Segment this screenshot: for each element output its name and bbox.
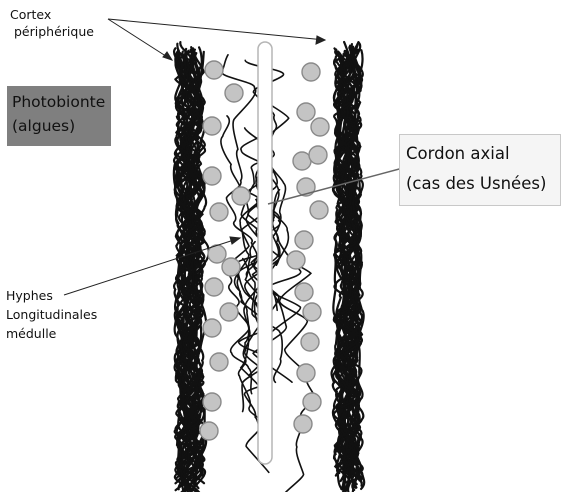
hyphes-label: Hyphes Longitudinales médulle	[6, 286, 97, 343]
algae-cell	[200, 422, 218, 440]
cortex-label-line2: périphérique	[10, 23, 94, 40]
algae-cell	[297, 364, 315, 382]
hyphes-label-line3: médulle	[6, 324, 97, 343]
cortex-pointer-right-head	[316, 36, 325, 44]
algae-cell	[205, 61, 223, 79]
algae-cell	[210, 203, 228, 221]
right-cortex-hyphae	[332, 42, 365, 492]
algae-cell	[310, 201, 328, 219]
hyphes-label-line1: Hyphes	[6, 286, 97, 305]
algae-cell	[303, 393, 321, 411]
algae-cell	[309, 146, 327, 164]
hyphes-pointer-head	[230, 237, 240, 244]
cordon-label-line2: (cas des Usnées)	[406, 169, 554, 199]
algae-cell	[294, 415, 312, 433]
algae-cell	[295, 231, 313, 249]
algae-cell	[205, 278, 223, 296]
photobionte-label-line1: Photobionte	[12, 90, 106, 114]
algae-cell	[203, 167, 221, 185]
algae-cell	[302, 63, 320, 81]
algae-cell	[287, 251, 305, 269]
cortex-label-line1: Cortex	[10, 6, 94, 23]
cortex-pointer-left	[108, 19, 172, 60]
axial-cord	[258, 42, 272, 464]
algae-cell	[203, 117, 221, 135]
algae-cell	[222, 258, 240, 276]
algae-cell	[210, 353, 228, 371]
algae-cell	[303, 303, 321, 321]
algae-cell	[203, 393, 221, 411]
algae-cell	[232, 187, 250, 205]
algae-cell	[311, 118, 329, 136]
cordon-axial-label-box: Cordon axial (cas des Usnées)	[399, 134, 561, 206]
cordon-label-line1: Cordon axial	[406, 139, 554, 169]
algae-cell	[301, 333, 319, 351]
hyphes-label-line2: Longitudinales	[6, 305, 97, 324]
cortex-pointer-right	[108, 19, 325, 40]
photobionte-label-line2: (algues)	[12, 114, 106, 138]
algae-cell	[225, 84, 243, 102]
photobionte-label-box: Photobionte (algues)	[7, 86, 111, 146]
algae-cell	[220, 303, 238, 321]
algae-cell	[203, 319, 221, 337]
algae-cell	[297, 103, 315, 121]
algae-cell	[293, 152, 311, 170]
cortex-label: Cortex périphérique	[10, 6, 94, 40]
cortex-pointer-left-head	[163, 52, 172, 60]
algae-cell	[295, 283, 313, 301]
